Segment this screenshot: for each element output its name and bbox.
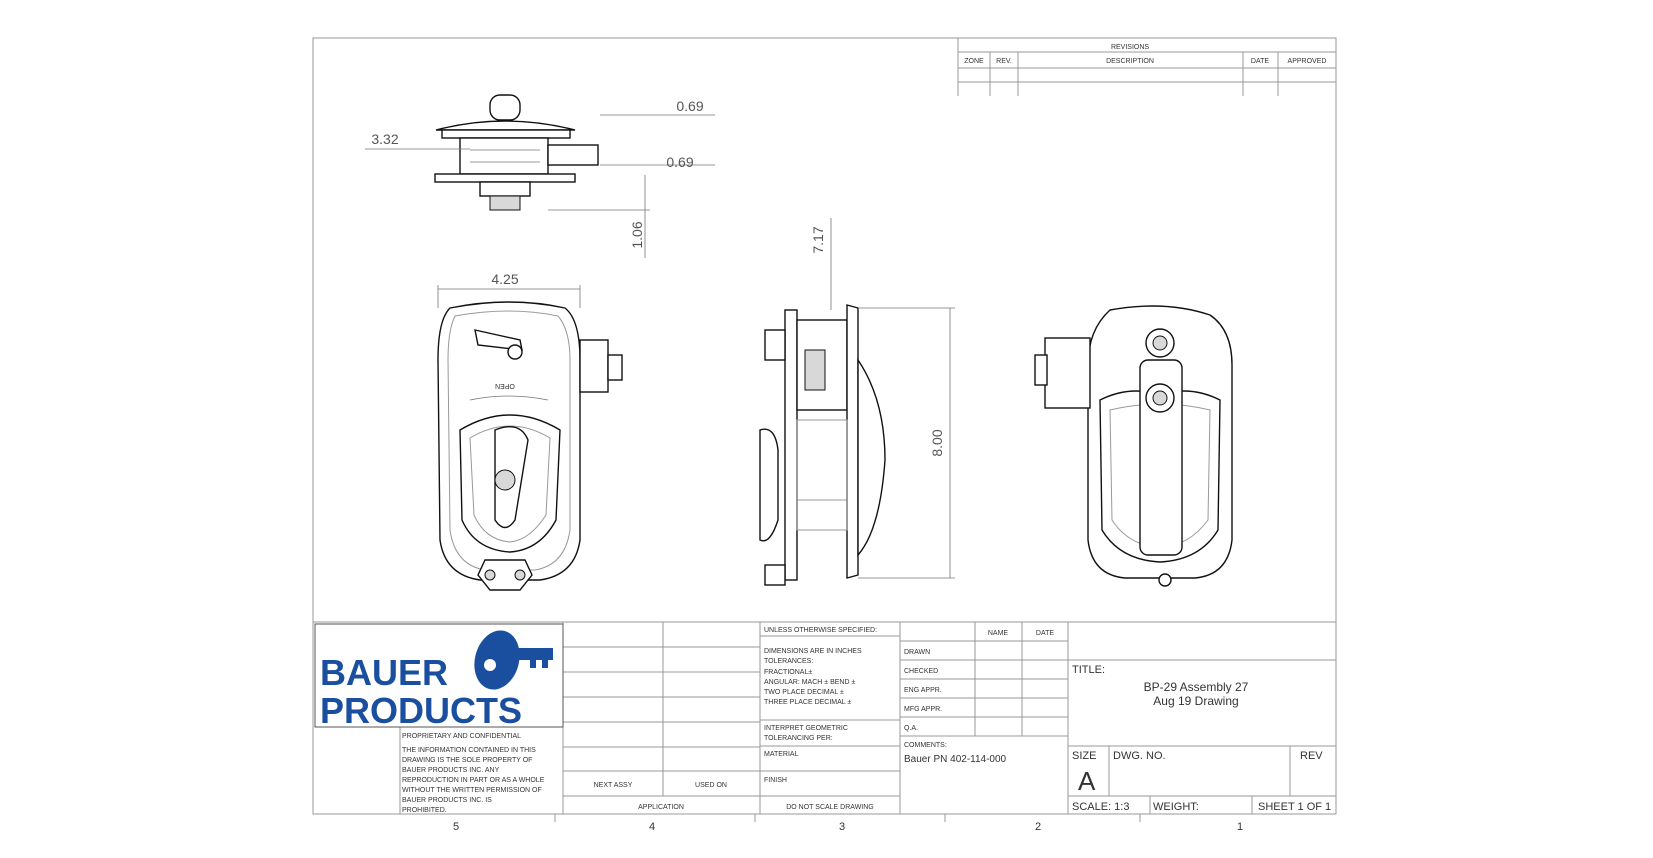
dim-top-offset-b: 0.69 [666, 154, 693, 170]
dim-top-height: 1.06 [629, 221, 645, 248]
zone-label: 5 [453, 821, 459, 833]
spec-header: UNLESS OTHERWISE SPECIFIED: [764, 627, 877, 634]
dim-side-height: 8.00 [929, 429, 945, 456]
dim-top-offset-a: 0.69 [676, 98, 703, 114]
rev-col-zone: ZONE [964, 58, 984, 65]
approvals-date-header: DATE [1036, 630, 1054, 637]
bauer-logo: BAUER PRODUCTS [314, 623, 564, 731]
logo-line1: BAUER [320, 652, 448, 693]
title-area: TITLE: BP-29 Assembly 27 Aug 19 Drawing … [1072, 664, 1331, 813]
scale-label: SCALE: 1:3 [1072, 801, 1129, 813]
top-view [434, 94, 599, 211]
rear-view [1034, 305, 1233, 587]
proprietary-line: BAUER PRODUCTS INC. IS [402, 797, 492, 804]
front-view: OPEN [437, 301, 623, 591]
rev-col-date: DATE [1251, 58, 1269, 65]
side-view-dimensions: 7.17 8.00 [810, 218, 955, 579]
spec-line: FRACTIONAL± [764, 669, 812, 676]
rev-col-rev: REV. [996, 58, 1012, 65]
sheet-border [312, 37, 1337, 815]
used-on-label: USED ON [695, 782, 727, 789]
rev-col-description: DESCRIPTION [1106, 58, 1154, 65]
dim-side-depth: 7.17 [810, 226, 826, 253]
dim-top-depth: 3.32 [371, 131, 398, 147]
tolerance-spec: UNLESS OTHERWISE SPECIFIED: DIMENSIONS A… [764, 627, 877, 811]
application-label: APPLICATION [638, 804, 684, 811]
zone-label: 1 [1237, 821, 1243, 833]
approvals-table: NAME DATE DRAWN CHECKED ENG APPR. MFG AP… [904, 630, 1054, 765]
spec-line: THREE PLACE DECIMAL ± [764, 699, 851, 706]
approval-row-label: CHECKED [904, 668, 938, 675]
size-label: SIZE [1072, 750, 1096, 762]
proprietary-line: PROHIBITED. [402, 807, 447, 814]
interpret-line: TOLERANCING PER: [764, 735, 833, 742]
sheet-label: SHEET 1 OF 1 [1258, 801, 1331, 813]
proprietary-line: BAUER PRODUCTS INC. ANY [402, 767, 500, 774]
dim-front-width: 4.25 [491, 271, 518, 287]
approval-row-label: Q.A. [904, 725, 918, 732]
spec-line: TWO PLACE DECIMAL ± [764, 689, 844, 696]
revisions-title: REVISIONS [1111, 44, 1149, 51]
rev-col-approved: APPROVED [1288, 58, 1327, 65]
zone-label: 3 [839, 821, 845, 833]
approval-row-label: ENG APPR. [904, 687, 942, 694]
title-line2: Aug 19 Drawing [1153, 694, 1238, 708]
comments-value: Bauer PN 402-114-000 [904, 754, 1007, 765]
next-assy-label: NEXT ASSY [594, 782, 633, 789]
proprietary-line: WITHOUT THE WRITTEN PERMISSION OF [402, 787, 542, 794]
title-line1: BP-29 Assembly 27 [1144, 680, 1249, 694]
approval-row-label: DRAWN [904, 649, 930, 656]
proprietary-heading: PROPRIETARY AND CONFIDENTIAL [402, 733, 521, 740]
revisions-table: REVISIONS ZONE REV. DESCRIPTION DATE APP… [957, 37, 1337, 96]
zone-label: 4 [649, 821, 655, 833]
approval-row-label: MFG APPR. [904, 706, 942, 713]
comments-label: COMMENTS: [904, 742, 947, 749]
finish-label: FINISH [764, 777, 787, 784]
proprietary-line: REPRODUCTION IN PART OR AS A WHOLE [402, 777, 545, 784]
front-view-dimensions: 4.25 [437, 271, 581, 308]
weight-label: WEIGHT: [1153, 801, 1199, 813]
logo-line2: PRODUCTS [320, 690, 522, 731]
interpret-line: INTERPRET GEOMETRIC [764, 725, 848, 732]
approvals-name-header: NAME [988, 630, 1009, 637]
zone-label: 2 [1035, 821, 1041, 833]
side-view [759, 304, 886, 586]
size-value: A [1078, 766, 1096, 796]
spec-line: ANGULAR: MACH ± BEND ± [764, 679, 855, 686]
material-label: MATERIAL [764, 751, 799, 758]
spec-line: DIMENSIONS ARE IN INCHES [764, 648, 862, 655]
proprietary-line: DRAWING IS THE SOLE PROPERTY OF [402, 757, 532, 764]
title-label: TITLE: [1072, 664, 1105, 676]
top-view-dimensions: 0.69 0.69 3.32 1.06 [365, 98, 715, 258]
title-block-grid [313, 621, 1336, 814]
rev-label: REV [1300, 750, 1323, 762]
spec-line: TOLERANCES: [764, 658, 813, 665]
do-not-scale-label: DO NOT SCALE DRAWING [786, 804, 874, 811]
zone-markers: 5 4 3 2 1 [453, 814, 1243, 833]
proprietary-notice: PROPRIETARY AND CONFIDENTIAL THE INFORMA… [402, 733, 545, 814]
proprietary-line: THE INFORMATION CONTAINED IN THIS [402, 747, 536, 754]
front-view-open-label: OPEN [495, 382, 515, 389]
dwg-no-label: DWG. NO. [1113, 750, 1166, 762]
